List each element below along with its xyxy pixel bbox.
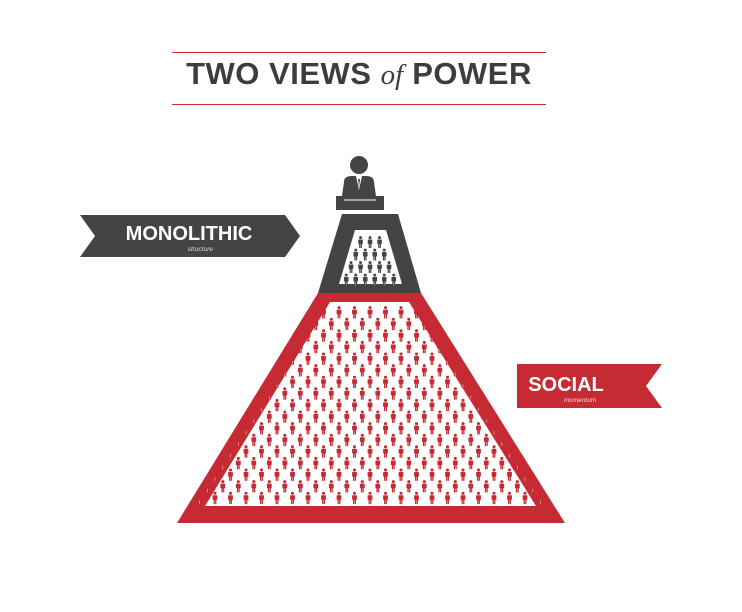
- monolithic-banner: [80, 215, 300, 257]
- title-part-1: TWO VIEWS: [186, 56, 372, 91]
- social-label: SOCIAL momentum: [517, 364, 662, 408]
- page-title: TWO VIEWS of POWER: [172, 56, 546, 92]
- speaker-at-podium-icon: [336, 156, 384, 210]
- monolithic-label: MONOLITHIC structure: [80, 215, 300, 257]
- monolithic-sublabel-text: structure: [188, 246, 214, 253]
- monolithic-label-text: MONOLITHIC: [126, 223, 253, 245]
- social-banner: [517, 364, 662, 408]
- title-connector: of: [380, 59, 404, 91]
- monolithic-band-inner: [339, 230, 402, 284]
- title-bottom-rule: [172, 104, 546, 105]
- title-top-rule: [172, 52, 546, 53]
- social-label-text: SOCIAL: [528, 374, 604, 396]
- title-part-2: POWER: [412, 56, 532, 91]
- social-sublabel-text: momentum: [564, 397, 597, 404]
